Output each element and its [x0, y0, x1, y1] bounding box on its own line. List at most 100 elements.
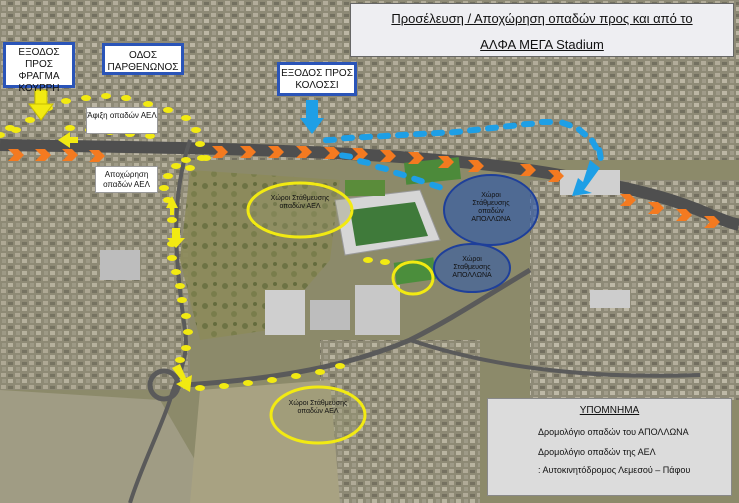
apollon-route-dash — [431, 129, 445, 137]
parking-apollon-small-outline — [433, 243, 511, 293]
map-title-box: Προσέλευση / Αποχώρηση οπαδών προς και α… — [350, 3, 734, 57]
ael-route-dot — [267, 377, 277, 383]
ael-departure-note: Αποχώρηση οπαδών ΑΕΛ — [95, 166, 158, 193]
motorway-chevron — [704, 216, 720, 228]
apollon-route-dash — [357, 158, 371, 166]
ael-route-dot — [143, 101, 153, 107]
south-terrain — [190, 380, 340, 503]
motorway-chevron — [89, 150, 105, 162]
parking-ael-small-outline — [391, 260, 435, 296]
motorway-chevron — [548, 170, 564, 182]
map-title-line-2: ΑΛΦΑ ΜΕΓΑ Stadium — [480, 37, 604, 52]
ael-arrow-small-3 — [167, 228, 185, 248]
ael-route-dot — [363, 257, 373, 263]
legend-ael-label: Δρομολόγιο οπαδών της ΑΕΛ — [538, 447, 656, 457]
ael-route-dot — [163, 107, 173, 113]
ael-route-dot — [191, 127, 201, 133]
ael-route-dot — [0, 132, 5, 138]
parking-apollon-small-label: Χώροι Σταθμευσης ΑΠΟΛΛΩΝΑ — [452, 256, 492, 279]
apollon-route-dash — [413, 130, 427, 138]
apollon-route-dash — [467, 126, 481, 134]
parking-ael-north-label: Χώροι Στάθμευσης οπαδών ΑΕΛ — [270, 195, 330, 210]
apollon-route-dash — [589, 137, 599, 151]
motorway-chevron — [212, 146, 228, 158]
ael-route-dot — [171, 163, 181, 169]
map-title-line-1: Προσέλευση / Αποχώρηση οπαδών προς και α… — [391, 11, 693, 26]
ael-route-dot — [159, 185, 169, 191]
motorway-arrow-route — [8, 146, 720, 228]
motorway-chevron — [62, 149, 78, 161]
ael-arrow-roundabout — [172, 364, 192, 392]
apollon-route-dashes — [323, 119, 604, 191]
apollon-route-dash — [449, 128, 463, 136]
apollon-route-dash — [485, 124, 499, 132]
apollon-route-dash — [393, 169, 407, 179]
ael-arrow-kourri — [28, 89, 54, 121]
ael-route-dot — [181, 313, 191, 319]
west-neighbourhood — [0, 160, 190, 390]
legend-apollon-label: Δρομολόγιο οπαδών του ΑΠΟΛΛΩΝΑ — [538, 427, 689, 437]
west-local-road — [128, 139, 192, 503]
legend-title: ΥΠΟΜΝΗΜΑ — [579, 405, 640, 416]
exit-kourri-label: ΕΞΟΔΟΣ ΠΡΟΣ ΦΡΑΓΜΑ ΚΟΥΡΡΗ — [3, 42, 75, 94]
ael-route-dot — [291, 373, 301, 379]
motorway-chevron — [380, 150, 396, 162]
exit-kolossi-label: ΕΞΟΔΟΣ ΠΡΟΣ ΚΟΛΟΣΣΙ — [277, 62, 357, 96]
apollon-route-dash — [341, 134, 355, 142]
ael-route-dot — [171, 269, 181, 275]
apollon-arrow-kolossi — [300, 100, 324, 134]
motorway-chevron — [620, 194, 636, 206]
parking-ael-south-label: Χώροι Στάθμευσης οπαδών ΑΕΛ — [288, 400, 348, 415]
motorway-chevron — [35, 149, 51, 161]
ael-route-dot — [145, 133, 155, 139]
motorway-chevron — [520, 164, 536, 176]
apollon-route-dash — [539, 119, 553, 125]
apollon-route-dash — [559, 119, 573, 129]
apollon-route-dash — [411, 175, 425, 185]
motorway-chevron — [648, 202, 664, 214]
apollon-route-dash — [521, 120, 535, 128]
ael-route-dot — [181, 115, 191, 121]
apollon-route-dash — [339, 152, 353, 160]
ael-route-dot — [243, 380, 253, 386]
street-parthenonos-label: ΟΔΟΣ ΠΑΡΘΕΝΩΝΟΣ — [102, 43, 184, 75]
ael-route-dot — [81, 95, 91, 101]
ael-route-dot — [201, 155, 211, 161]
parking-ael-south-outline — [269, 385, 367, 445]
ael-arrow-small-2 — [166, 196, 178, 215]
ael-arrival-note: Άφιξη οπαδών ΑΕΛ — [86, 107, 158, 134]
parking-ael-north-outline — [246, 181, 354, 239]
apollon-route-dash — [596, 147, 604, 161]
motorway-chevron — [324, 147, 340, 159]
motorway-chevron — [240, 146, 256, 158]
motorway-chevron — [676, 209, 692, 221]
ael-route-dots — [0, 93, 390, 391]
ael-route-dot — [195, 385, 205, 391]
ael-route-dot — [183, 329, 193, 335]
motorway-chevron — [8, 149, 24, 161]
apollon-route-dash — [377, 132, 391, 140]
ael-route-dot — [167, 255, 177, 261]
ael-route-dot — [181, 157, 191, 163]
apollon-route-dash — [503, 122, 517, 130]
ael-route-dot — [335, 363, 345, 369]
parking-apollon-large-label: Χώροι Στάθμευσης οπαδών ΑΠΟΛΛΩΝΑ — [471, 192, 511, 223]
ael-route-dot — [101, 93, 111, 99]
ael-route-dot — [175, 357, 185, 363]
ael-route-dot — [380, 259, 390, 265]
apollon-route-dash — [323, 136, 337, 144]
ael-route-dot — [121, 95, 131, 101]
ael-route-dot — [167, 217, 177, 223]
south-neighbourhood — [320, 340, 480, 503]
apollon-route-dash — [395, 131, 409, 139]
motorway-chevron — [268, 146, 284, 158]
east-local-road — [409, 338, 701, 378]
ael-arrow-small-1 — [58, 132, 78, 148]
apollon-arrow-east — [572, 160, 600, 196]
apollon-route-dash — [429, 181, 443, 191]
map-legend: ΥΠΟΜΝΗΜΑ Δρομολόγιο οπαδών του ΑΠΟΛΛΩΝΑ … — [487, 398, 732, 496]
apollon-route-dash — [375, 164, 389, 172]
ael-route-dot — [11, 127, 21, 133]
ael-route-dot — [185, 165, 195, 171]
ael-route-dot — [219, 383, 229, 389]
